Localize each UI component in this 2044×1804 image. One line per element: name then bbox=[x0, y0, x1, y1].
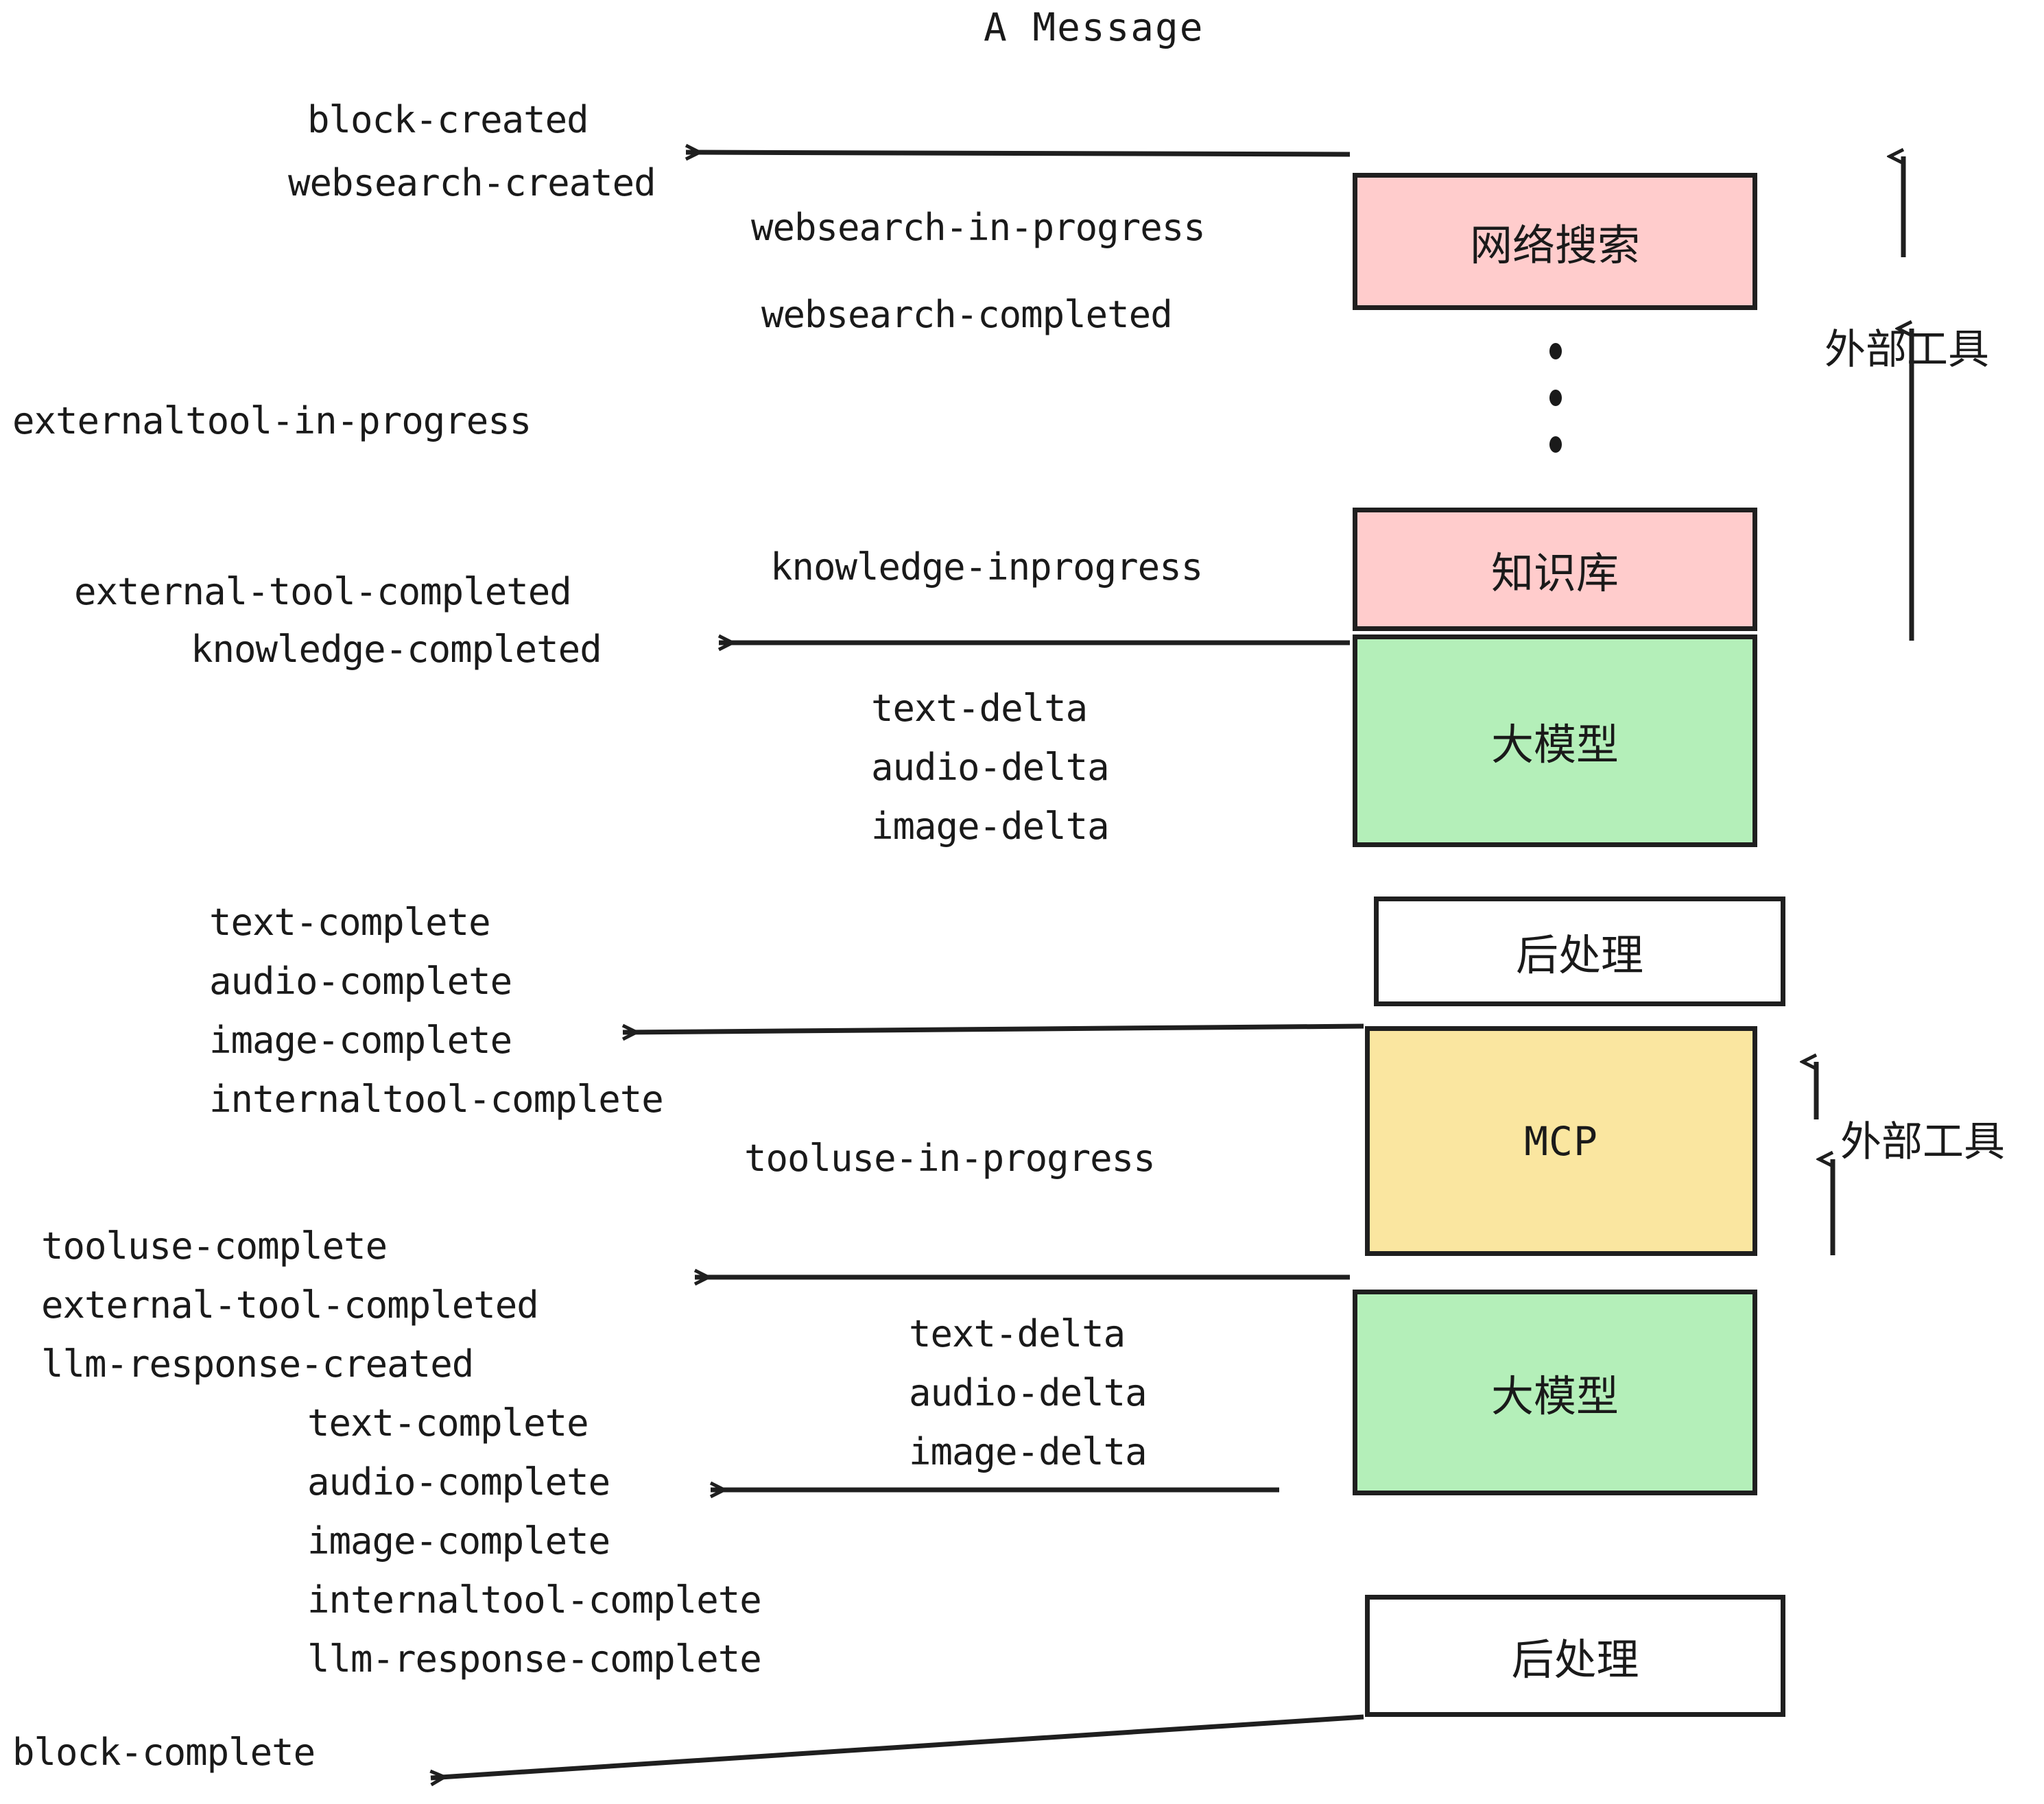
event-image-complete-1: image-complete bbox=[209, 1019, 512, 1062]
event-knowledge-inprogress: knowledge-inprogress bbox=[770, 545, 1203, 589]
event-llm-response-created: llm-response-created bbox=[41, 1342, 474, 1386]
diagram-title: A Message bbox=[984, 5, 1204, 50]
event-block-complete: block-complete bbox=[12, 1731, 316, 1774]
ellipsis-dot bbox=[1549, 390, 1562, 406]
box-llm-top[interactable]: 大模型 bbox=[1353, 634, 1757, 847]
event-image-complete-2: image-complete bbox=[307, 1519, 610, 1563]
ellipsis-dot bbox=[1549, 343, 1562, 359]
box-websearch-label: 网络搜索 bbox=[1469, 220, 1640, 270]
box-post-bottom-label: 后处理 bbox=[1511, 1635, 1639, 1685]
event-audio-complete-1: audio-complete bbox=[209, 960, 512, 1003]
box-knowledge[interactable]: 知识库 bbox=[1353, 508, 1757, 631]
box-post-top[interactable]: 后处理 bbox=[1374, 897, 1785, 1006]
box-mcp-label: MCP bbox=[1524, 1117, 1598, 1165]
external-tool-bracket-top bbox=[1903, 156, 1914, 641]
event-image-delta-1: image-delta bbox=[871, 805, 1110, 848]
event-websearch-created: websearch-created bbox=[288, 161, 656, 204]
event-internaltool-complete-1: internaltool-complete bbox=[209, 1078, 664, 1121]
event-image-delta-2: image-delta bbox=[909, 1430, 1148, 1473]
event-text-complete-1: text-complete bbox=[209, 901, 491, 944]
event-audio-complete-2: audio-complete bbox=[307, 1460, 610, 1504]
event-audio-delta-2: audio-delta bbox=[909, 1371, 1148, 1414]
box-llm-bottom-label: 大模型 bbox=[1490, 1371, 1619, 1421]
event-text-delta-1: text-delta bbox=[871, 687, 1088, 730]
box-knowledge-label: 知识库 bbox=[1490, 548, 1619, 598]
external-tool-label-top: 外部工具 bbox=[1825, 326, 1989, 374]
external-tool-bracket-bottom bbox=[1816, 1062, 1835, 1255]
vertical-ellipsis bbox=[1549, 343, 1562, 453]
event-text-delta-2: text-delta bbox=[909, 1312, 1126, 1355]
ellipsis-dot bbox=[1549, 436, 1562, 453]
box-llm-bottom[interactable]: 大模型 bbox=[1353, 1290, 1757, 1495]
event-text-complete-2: text-complete bbox=[307, 1401, 589, 1445]
event-tooluse-complete: tooluse-complete bbox=[41, 1224, 388, 1268]
event-audio-delta-1: audio-delta bbox=[871, 746, 1110, 789]
arrow-websearch-to-blockcreated bbox=[686, 152, 1351, 154]
event-block-created: block-created bbox=[307, 98, 589, 141]
arrow-post-to-blockcomplete bbox=[431, 1714, 1364, 1778]
box-llm-top-label: 大模型 bbox=[1490, 720, 1619, 770]
event-websearch-completed: websearch-completed bbox=[761, 293, 1173, 336]
event-websearch-in-progress: websearch-in-progress bbox=[751, 206, 1206, 249]
event-internaltool-complete-2: internaltool-complete bbox=[307, 1578, 762, 1622]
event-external-tool-completed-1: external-tool-completed bbox=[74, 570, 572, 613]
event-externaltool-in-progress: externaltool-in-progress bbox=[12, 399, 532, 442]
event-tooluse-in-progress: tooluse-in-progress bbox=[744, 1137, 1156, 1180]
box-post-top-label: 后处理 bbox=[1515, 930, 1643, 980]
external-tool-label-bottom: 外部工具 bbox=[1840, 1118, 2005, 1166]
event-knowledge-completed: knowledge-completed bbox=[191, 628, 602, 671]
box-websearch[interactable]: 网络搜索 bbox=[1353, 173, 1757, 310]
box-post-bottom[interactable]: 后处理 bbox=[1365, 1595, 1785, 1717]
arrow-mcp-to-imagecomplete bbox=[623, 1023, 1364, 1032]
event-external-tool-completed-2: external-tool-completed bbox=[41, 1283, 539, 1327]
event-llm-response-complete: llm-response-complete bbox=[307, 1637, 762, 1681]
box-mcp[interactable]: MCP bbox=[1365, 1026, 1757, 1256]
